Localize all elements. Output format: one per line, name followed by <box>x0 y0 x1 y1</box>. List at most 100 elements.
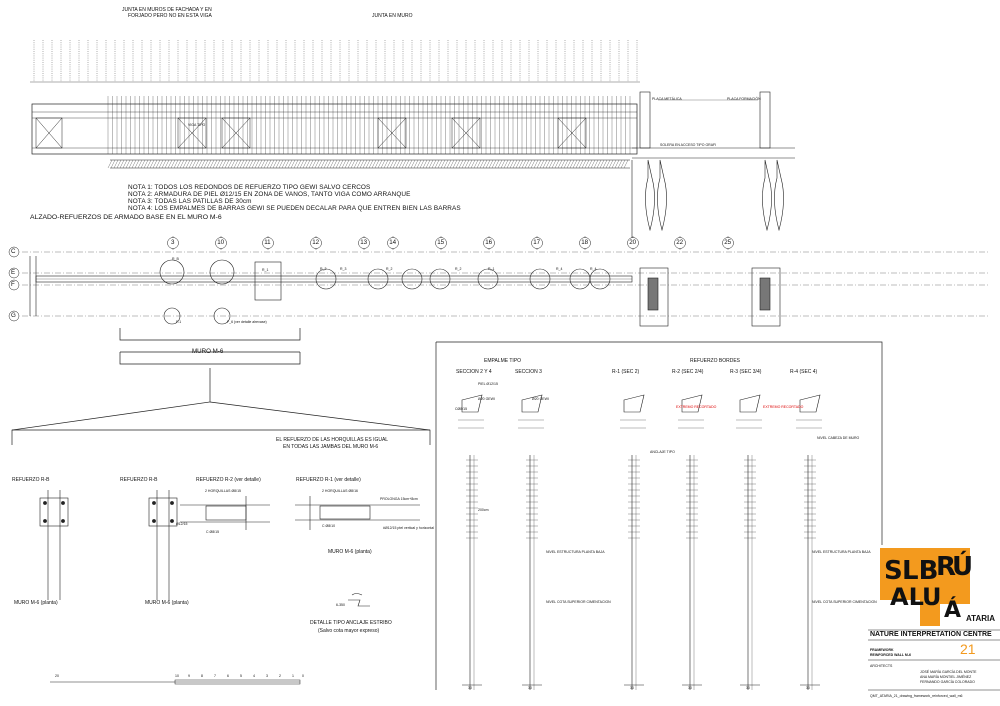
detail-r2 <box>180 496 270 530</box>
anchor-subtitle: (Salvo cota mayor expreso) <box>318 628 380 634</box>
grid-number-label: 20 <box>629 239 637 246</box>
section-bottom-dim: 30 <box>688 686 692 690</box>
note-1: NOTA 1: TODOS LOS REDONDOS DE REFUERZO T… <box>128 184 371 191</box>
section-bottom-dim: 30 <box>468 686 472 690</box>
scale-label: 4 <box>253 674 255 678</box>
logo-ataria: ATARIA <box>966 614 996 623</box>
scale-label: 10 <box>175 674 179 678</box>
grid-number-label: 3 <box>171 239 175 246</box>
detail-rb-2 <box>148 490 178 600</box>
detail-note: 2 HORQUILLAS Ø8/15 <box>205 489 241 493</box>
section-label: NIVEL CABEZA DE MURO <box>817 436 860 440</box>
scale-label: 1 <box>292 674 294 678</box>
plan-label: R_1 <box>488 267 495 271</box>
scale-label: 9 <box>188 674 190 678</box>
grid-axes <box>22 251 990 317</box>
anchor-detail <box>348 593 370 607</box>
sheet-number: 21 <box>960 641 976 657</box>
plan-label: R_1 <box>262 268 269 272</box>
grid-number-label: 11 <box>264 239 271 246</box>
red-note: EXTREMO RECORTADO <box>676 405 717 409</box>
scale-bar <box>50 679 301 685</box>
scale-label: 6 <box>227 674 229 678</box>
section-title: SECCION 2 Y 4 <box>456 369 492 375</box>
logo-letter: Ú <box>952 552 974 582</box>
section-label: 200cm <box>478 508 489 512</box>
sheet-title: FRAMEWORK <box>870 648 894 652</box>
grid-number-bubbles <box>167 236 734 250</box>
section-bottom-dim: 30 <box>630 686 634 690</box>
top-dimension-ticks <box>33 40 638 82</box>
grid-number-label: 18 <box>581 239 589 246</box>
red-note: EXTREMO RECORTADO <box>763 405 804 409</box>
placa-formacion-label: PLACA FORMACIÓN <box>727 97 761 101</box>
detail-caption: MURO M-6 (planta) <box>14 600 58 606</box>
architect: FERNANDO GARCÍA COLORADO <box>920 680 975 684</box>
muro-label: MURO M-6 <box>192 348 224 355</box>
grid-number-label: 14 <box>389 239 397 246</box>
joint-facade-label-2: FORJADO PERO NO EN ESTA VIGA <box>128 13 212 19</box>
grid-number-label: 22 <box>676 239 684 246</box>
joint-wall-label: JUNTA EN MURO <box>372 13 413 19</box>
section-columns <box>458 394 822 690</box>
scale-label: 3 <box>266 674 268 678</box>
section-label: Ø20 GEWI <box>532 397 549 401</box>
architect: JOSÉ MARÍA GARCÍA DEL MONTE <box>920 670 977 674</box>
viga-tipo-label: VIGA TIPO <box>188 123 206 127</box>
grid-number-label: 13 <box>360 239 368 246</box>
placa-metalica-label: PLACA METÁLICA <box>652 97 682 101</box>
section-label: CØ8/15 <box>455 407 468 411</box>
project-name: NATURE INTERPRETATION CENTRE <box>870 631 992 638</box>
section-box <box>435 341 883 690</box>
scale-label: 8 <box>201 674 203 678</box>
architects-label: ARCHITECTS <box>870 664 893 668</box>
plan-label: R_4 <box>556 267 563 271</box>
grid-number-label: 25 <box>724 239 732 246</box>
section-bottom-dim: 30 <box>746 686 750 690</box>
refuerzo-title: REFUERZO BORDES <box>690 358 741 364</box>
scale-label: 20 <box>55 674 59 678</box>
section-title: SECCION 3 <box>515 369 542 375</box>
filename: QMT_ATARIA_21_drawing_framework_reinforc… <box>870 694 963 698</box>
anchor-title: DETALLE TIPO ANCLAJE ESTRIBO <box>310 620 392 626</box>
plan-label: R_2 <box>386 267 393 271</box>
plan-label: R_4 <box>590 267 597 271</box>
grid-letter-g: G <box>11 312 16 319</box>
logo-letter: Á <box>944 598 962 623</box>
detail-title: REFUERZO R-1 (ver detalle) <box>296 477 361 483</box>
note-2: NOTA 2: ARMADURA DE PIEL Ø12/15 EN ZONA … <box>128 191 411 198</box>
wall-elevation <box>31 96 638 169</box>
grid-letter-e: E <box>11 269 16 276</box>
detail-caption: MURO M-6 (planta) <box>145 600 189 606</box>
sheet-title: REINFORCED WALL M-6 <box>870 653 911 657</box>
logo-letter: AL <box>890 583 924 611</box>
grid-letter-bubbles <box>8 246 20 322</box>
plan-label: R_2 <box>320 267 327 271</box>
detail-title: REFUERZO R-B <box>120 477 158 483</box>
grid-letter-f: F <box>11 281 15 288</box>
note-3: NOTA 3: TODAS LAS PATILLAS DE 30cm <box>128 198 252 205</box>
section-label: Ø20 GEWI <box>478 397 495 401</box>
grid-number-label: 15 <box>437 239 445 246</box>
title-block <box>868 629 1000 691</box>
anchor-dim: 6-350 <box>336 603 345 607</box>
grid-number-label: 10 <box>217 239 225 246</box>
detail-title: REFUERZO R-2 (ver detalle) <box>196 477 261 483</box>
empalme-title: EMPALME TIPO <box>484 358 522 364</box>
scale-label: 0 <box>302 674 304 678</box>
horquillas-note-1: EL REFUERZO DE LAS HORQUILLAS ES IGUAL <box>276 437 389 443</box>
section-title: R-2 (SEC 2/4) <box>672 369 704 375</box>
detail-r1 <box>295 496 420 530</box>
section-bottom-dim: 30 <box>528 686 532 690</box>
detail-rb-1 <box>39 490 69 600</box>
plan-label: R_3 <box>340 267 347 271</box>
logo-letter: R <box>936 552 957 582</box>
horquillas-note-2: EN TODAS LAS JAMBAS DEL MURO M-6 <box>283 444 379 450</box>
section-title: R-4 (SEC 4) <box>790 369 818 375</box>
detail-title: REFUERZO R-B <box>12 477 50 483</box>
plan-label: F-1 <box>176 320 182 324</box>
plan-label: R_B <box>172 257 179 261</box>
section-label: NIVEL COTA SUPERIOR CIMENTACION <box>546 600 611 604</box>
plan-label: F_6 (ver detalle alrevase) <box>227 320 267 324</box>
